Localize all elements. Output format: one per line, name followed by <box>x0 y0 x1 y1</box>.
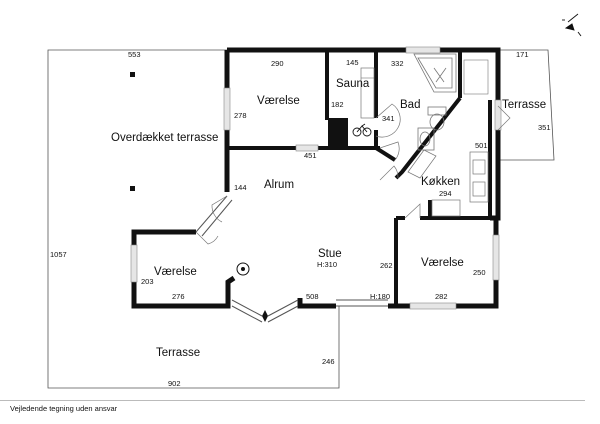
dim-553: 553 <box>128 50 141 59</box>
dim-262: 262 <box>380 261 393 270</box>
sink-icon <box>417 127 435 151</box>
room-height-stue: H:310 <box>317 260 337 269</box>
room-label-overdaekket-terrasse: Overdækket terrasse <box>111 132 218 144</box>
dim-145: 145 <box>346 58 359 67</box>
chimney-block <box>328 118 348 148</box>
dim-294: 294 <box>439 189 452 198</box>
stove-icon <box>407 149 489 217</box>
dim-451: 451 <box>304 151 317 160</box>
room-label-bad: Bad <box>400 99 420 111</box>
room-label-sauna: Sauna <box>336 78 370 90</box>
dim-h180: H:180 <box>370 292 390 301</box>
door-swings <box>195 103 511 245</box>
terrace-outline <box>47 49 340 389</box>
room-label-vaerelse-top: Værelse <box>257 95 300 107</box>
bath-cabinet <box>463 59 489 95</box>
footer-disclaimer: Vejledende tegning uden ansvar <box>10 404 118 413</box>
windows <box>130 46 502 310</box>
compass-icon <box>562 13 582 37</box>
dim-1057: 1057 <box>50 250 67 259</box>
dim-902: 902 <box>168 379 181 388</box>
room-label-vaerelse-right: Værelse <box>421 257 464 269</box>
dim-290: 290 <box>271 59 284 68</box>
room-label-stue: Stue <box>318 248 342 260</box>
room-label-vaerelse-left: Værelse <box>154 266 197 278</box>
dim-276: 276 <box>172 292 185 301</box>
dim-332: 332 <box>391 59 404 68</box>
room-label-terrasse-bottom: Terrasse <box>156 347 200 359</box>
room-label-terrasse-right: Terrasse <box>502 99 546 111</box>
dim-246: 246 <box>322 357 335 366</box>
room-label-koekken: Køkken <box>421 176 460 188</box>
dim-282: 282 <box>435 292 448 301</box>
dim-144: 144 <box>234 183 247 192</box>
right-terrace-outline <box>498 49 555 161</box>
dim-341: 341 <box>382 114 395 123</box>
dim-508: 508 <box>306 292 319 301</box>
bathtub-icon <box>413 53 457 93</box>
fireplace-icon <box>236 262 250 276</box>
terrace-post <box>130 186 135 191</box>
sauna-bench <box>360 67 375 119</box>
interior-walls <box>227 50 492 306</box>
dim-171: 171 <box>516 50 529 59</box>
toilet-icon <box>427 106 447 131</box>
room-label-alrum: Alrum <box>264 179 294 191</box>
dim-278: 278 <box>234 111 247 120</box>
footer-divider <box>0 400 585 401</box>
dim-203: 203 <box>141 277 154 286</box>
dim-250: 250 <box>473 268 486 277</box>
dim-351: 351 <box>538 123 551 132</box>
bay-arrow <box>262 310 268 322</box>
bay-windows <box>195 195 388 323</box>
dim-501: 501 <box>475 141 488 150</box>
terrace-post <box>130 72 135 77</box>
dim-182: 182 <box>331 100 344 109</box>
bicycle-icon <box>352 123 372 137</box>
